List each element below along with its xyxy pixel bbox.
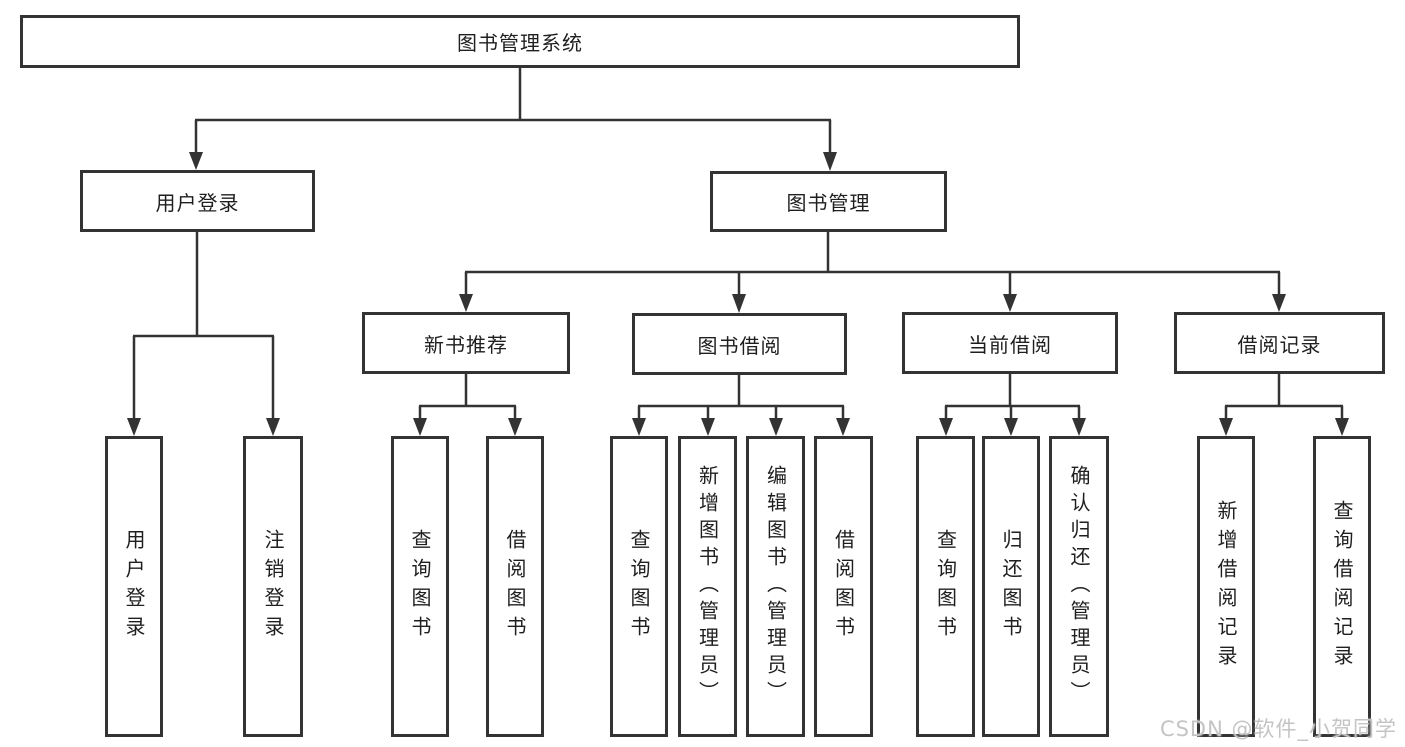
leaf-borrow-books-recommend: 借阅图书	[486, 436, 544, 737]
leaf-edit-books-admin-label: 编辑图书（管理员）	[763, 465, 788, 708]
node-user-login-label: 用户登录	[155, 190, 240, 215]
leaf-logout-label: 注销登录	[261, 528, 285, 645]
leaf-borrow-books-recommend-label: 借阅图书	[503, 528, 527, 645]
leaf-return-books-label: 归还图书	[999, 528, 1023, 645]
leaf-borrow-books-label: 借阅图书	[831, 528, 856, 645]
csdn-watermark: CSDN @软件_小贺同学	[1159, 717, 1397, 741]
node-borrowing-records-label: 借阅记录	[1237, 332, 1322, 357]
leaf-confirm-return-admin-label: 确认归还（管理员）	[1067, 465, 1091, 708]
node-book-management: 图书管理	[710, 171, 947, 232]
leaf-add-borrow-record-label: 新增借阅记录	[1214, 499, 1238, 674]
node-root-label: 图书管理系统	[457, 31, 583, 55]
node-root-system: 图书管理系统	[20, 15, 1020, 68]
leaf-user-login: 用户登录	[105, 436, 163, 737]
node-book-borrowing: 图书借阅	[632, 313, 847, 375]
node-current-borrowing-label: 当前借阅	[968, 332, 1052, 357]
leaf-query-books-recommend: 查询图书	[391, 436, 449, 737]
leaf-query-borrow-record-label: 查询借阅记录	[1330, 499, 1354, 674]
node-borrowing-records: 借阅记录	[1174, 312, 1385, 374]
node-user-login: 用户登录	[80, 170, 315, 232]
leaf-add-borrow-record: 新增借阅记录	[1197, 436, 1255, 737]
leaf-return-books: 归还图书	[982, 436, 1040, 737]
leaf-edit-books-admin: 编辑图书（管理员）	[746, 436, 805, 737]
leaf-query-books-borrowing-label: 查询图书	[627, 528, 651, 645]
node-new-book-recommend: 新书推荐	[362, 312, 570, 374]
leaf-confirm-return-admin: 确认归还（管理员）	[1049, 436, 1109, 737]
node-current-borrowing: 当前借阅	[902, 312, 1118, 374]
leaf-add-books-admin-label: 新增图书（管理员）	[695, 465, 720, 708]
leaf-borrow-books: 借阅图书	[814, 436, 873, 737]
leaf-query-books-borrowing: 查询图书	[610, 436, 668, 737]
leaf-add-books-admin: 新增图书（管理员）	[678, 436, 737, 737]
node-book-borrowing-label: 图书借阅	[697, 333, 782, 358]
leaf-user-login-label: 用户登录	[122, 528, 146, 645]
leaf-query-books-current: 查询图书	[916, 436, 975, 737]
leaf-query-books-current-label: 查询图书	[933, 528, 958, 645]
leaf-query-books-recommend-label: 查询图书	[408, 528, 432, 645]
node-new-book-recommend-label: 新书推荐	[424, 332, 508, 357]
node-book-management-label: 图书管理	[786, 191, 871, 215]
leaf-query-borrow-record: 查询借阅记录	[1313, 436, 1371, 737]
leaf-logout: 注销登录	[243, 436, 303, 737]
